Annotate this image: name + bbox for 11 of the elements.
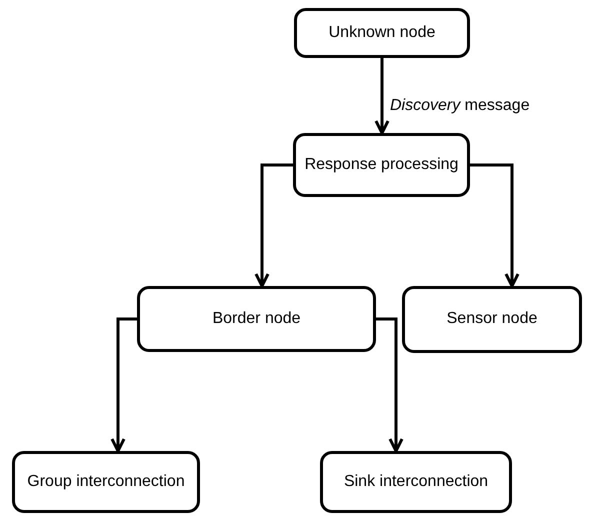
arrow [254,164,293,288]
process-box: Sensor node [402,286,582,353]
arrow [374,58,390,134]
arrow [376,318,404,452]
process-box: Sink interconnection [320,451,512,513]
arrow [110,318,137,452]
process-box: Unknown node [294,8,470,58]
process-box: Group interconnection [12,451,200,513]
process-box: Response processing [293,133,470,197]
arrow [470,164,520,288]
process-box: Border node [137,286,376,352]
